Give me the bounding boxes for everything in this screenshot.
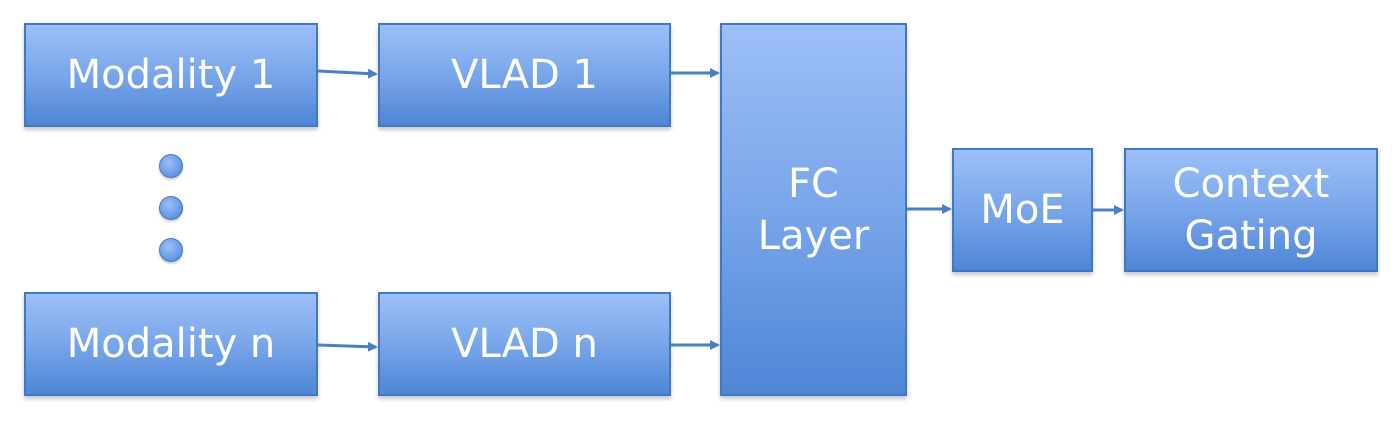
- fc-layer-label: FC Layer: [757, 160, 870, 259]
- moe-label: MoE: [980, 187, 1065, 233]
- vlad-1-label: VLAD 1: [451, 52, 598, 98]
- modality-1-box: Modality 1: [24, 23, 318, 127]
- arrow-modality-1-to-vlad-1: [317, 68, 378, 79]
- context-gating-box: Context Gating: [1124, 148, 1378, 272]
- ellipsis-dot-icon: [159, 196, 183, 220]
- ellipsis-dot-icon: [159, 154, 183, 178]
- vlad-n-box: VLAD n: [378, 292, 671, 396]
- context-gating-label: Context Gating: [1172, 161, 1330, 259]
- fc-layer-box: FC Layer: [720, 23, 907, 396]
- vlad-n-label: VLAD n: [451, 321, 598, 367]
- ellipsis-dot-icon: [159, 238, 183, 262]
- modality-n-box: Modality n: [24, 292, 318, 396]
- arrow-modality-n-to-vlad-n: [317, 341, 378, 352]
- vlad-1-box: VLAD 1: [378, 23, 671, 127]
- moe-box: MoE: [952, 148, 1093, 272]
- modality-n-label: Modality n: [66, 321, 276, 367]
- modality-1-label: Modality 1: [66, 52, 276, 98]
